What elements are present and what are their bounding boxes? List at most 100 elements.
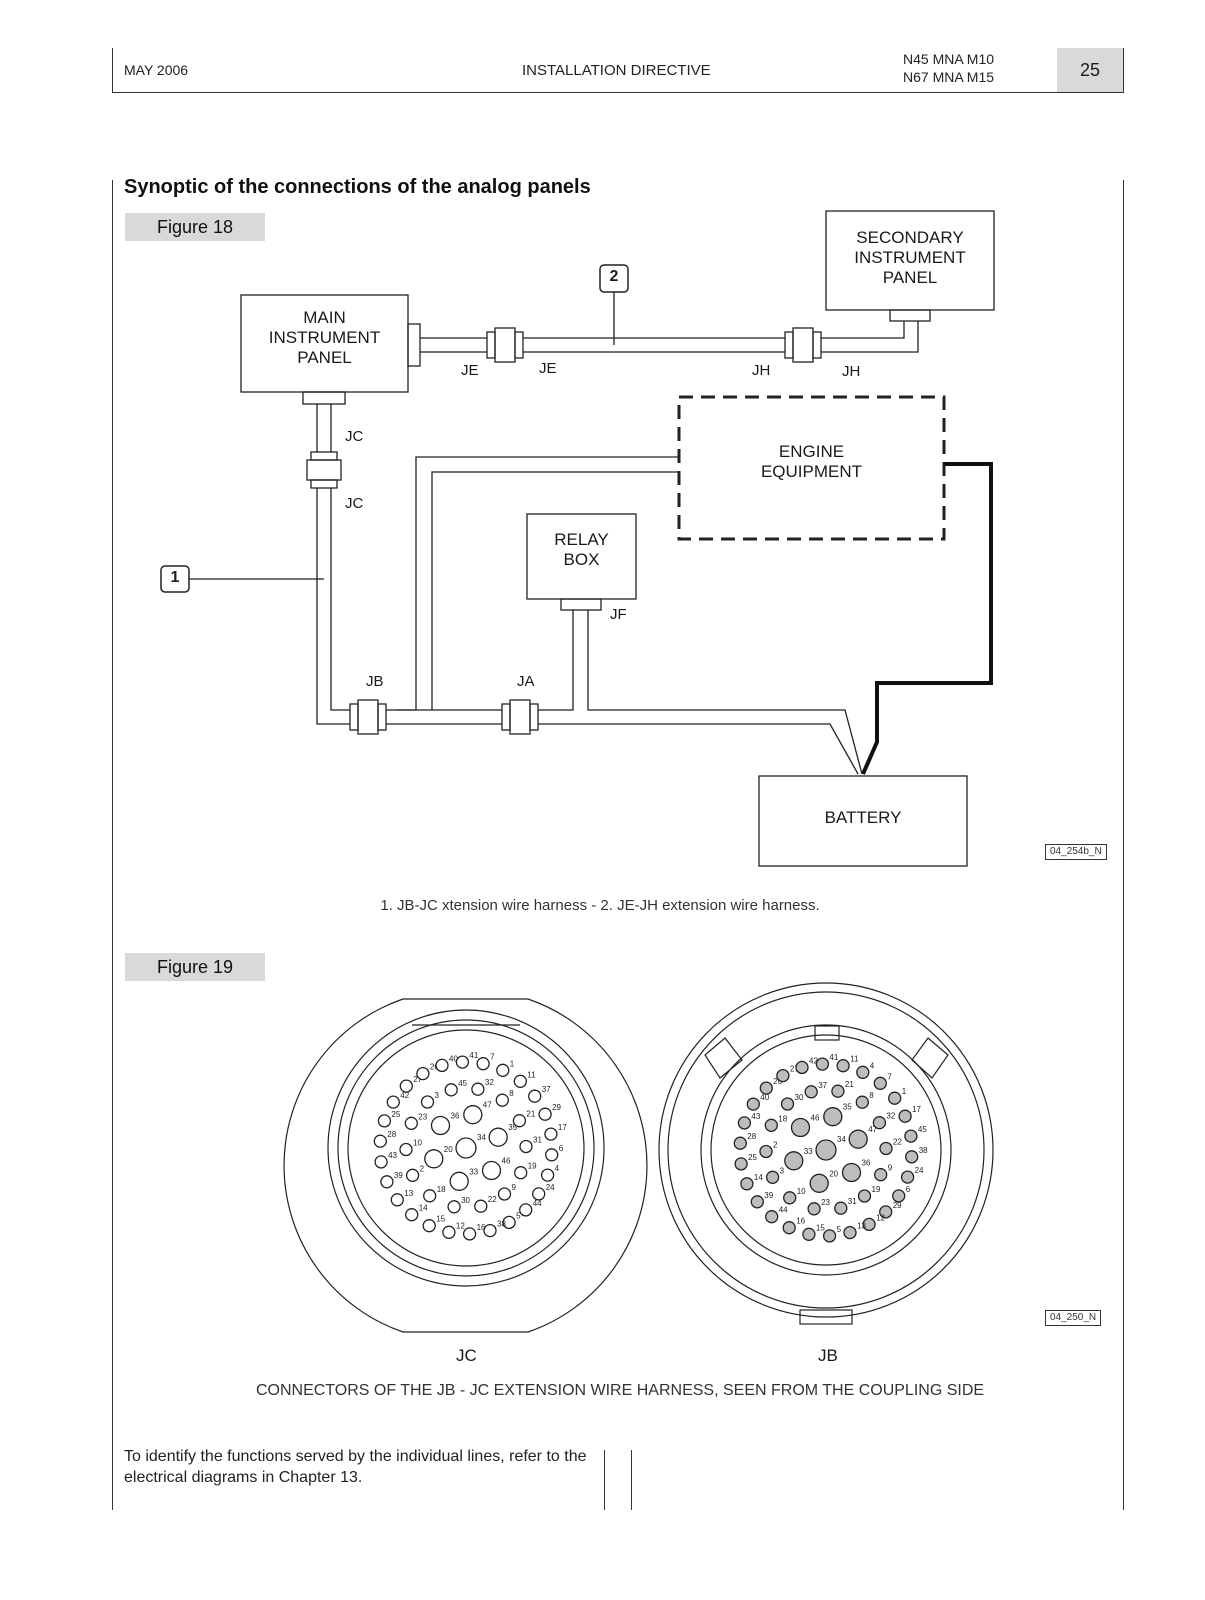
jc-pin-number: 4 bbox=[555, 1164, 560, 1173]
jb-pin bbox=[809, 1173, 829, 1193]
jc-pin-number: 30 bbox=[461, 1196, 470, 1205]
jb-pin-number: 15 bbox=[816, 1223, 825, 1232]
jc-pin bbox=[502, 1215, 516, 1230]
jb-pin bbox=[782, 1221, 796, 1235]
section-title: Synoptic of the connections of the analo… bbox=[124, 176, 591, 198]
jb-pin-number: 44 bbox=[779, 1206, 788, 1215]
jb-pin bbox=[848, 1129, 868, 1149]
jc-pin bbox=[404, 1116, 418, 1130]
jb-pin-number: 46 bbox=[811, 1114, 820, 1123]
jc-pin bbox=[416, 1066, 430, 1081]
engine-equipment-box bbox=[677, 395, 946, 541]
jb-pin bbox=[764, 1118, 778, 1132]
body-left-border bbox=[112, 180, 113, 1510]
jb-pin-number: 26 bbox=[773, 1077, 782, 1086]
jc-pin bbox=[519, 1139, 533, 1154]
figure-19-code: 04_250_N bbox=[1045, 1310, 1102, 1326]
jc-pin-number: 42 bbox=[400, 1091, 409, 1100]
callout-1: 1 bbox=[170, 569, 180, 586]
jc-pin bbox=[512, 1114, 527, 1128]
jb-pin-number: 11 bbox=[850, 1055, 859, 1064]
jb-pin-number: 43 bbox=[751, 1112, 760, 1121]
jc-pin bbox=[545, 1148, 559, 1162]
connector-jf: JF bbox=[610, 606, 627, 623]
figure-19-diagram: 3447354633203632821311992230182102334571… bbox=[283, 982, 994, 1333]
jb-pin-number: 23 bbox=[821, 1198, 830, 1207]
figure-19-caption: CONNECTORS OF THE JB - JC EXTENSION WIRE… bbox=[255, 1382, 985, 1399]
jc-pin bbox=[435, 1058, 449, 1073]
jc-pin bbox=[488, 1127, 508, 1147]
jb-pin-number: 20 bbox=[829, 1169, 838, 1178]
jb-pin bbox=[873, 1076, 887, 1090]
body-right-border bbox=[1123, 180, 1124, 1510]
jc-pin-number: 16 bbox=[477, 1223, 486, 1232]
jc-pin-number: 13 bbox=[404, 1189, 413, 1198]
jb-pin-number: 35 bbox=[843, 1103, 852, 1112]
battery-cable bbox=[861, 462, 993, 775]
jc-pin-number: 32 bbox=[485, 1078, 494, 1087]
jc-pin bbox=[373, 1134, 387, 1148]
jb-pin bbox=[759, 1144, 773, 1159]
connector-je-left: JE bbox=[461, 362, 479, 379]
jc-pin bbox=[449, 1171, 469, 1191]
jb-pin bbox=[733, 1136, 747, 1150]
connector-jh-left: JH bbox=[752, 362, 771, 379]
jb-pin bbox=[862, 1217, 876, 1232]
jc-pin bbox=[495, 1093, 509, 1107]
jc-pin-number: 34 bbox=[477, 1133, 486, 1142]
secondary-panel-label: SECONDARY INSTRUMENT PANEL bbox=[854, 228, 966, 287]
jc-pin-number: 18 bbox=[437, 1185, 446, 1194]
jb-pin-number: 32 bbox=[886, 1112, 895, 1121]
connector-ja: JA bbox=[517, 673, 535, 690]
jb-pin-number: 2 bbox=[773, 1141, 778, 1150]
jc-connector-label: JC bbox=[456, 1346, 477, 1365]
header-model-2: N67 MNA M15 bbox=[903, 69, 995, 85]
battery-box bbox=[758, 775, 968, 867]
jc-outer-shell bbox=[283, 998, 648, 1333]
jb-pin bbox=[856, 1065, 870, 1079]
jc-pin-number: 9 bbox=[512, 1183, 517, 1192]
jb-pin-number: 10 bbox=[797, 1187, 806, 1196]
jb-pin bbox=[815, 1139, 837, 1161]
jb-pin bbox=[900, 1170, 915, 1184]
jc-pin-number: 1 bbox=[510, 1059, 515, 1068]
jc-pin-number: 31 bbox=[533, 1136, 542, 1145]
jb-pin-number: 22 bbox=[893, 1138, 902, 1147]
jb-pin bbox=[843, 1225, 857, 1240]
note-divider-2 bbox=[631, 1450, 632, 1510]
jc-pin bbox=[386, 1095, 400, 1109]
jb-pin bbox=[807, 1202, 821, 1216]
jb-pin bbox=[784, 1151, 804, 1171]
jb-pin bbox=[872, 1116, 887, 1130]
jc-pin-number: 22 bbox=[488, 1195, 497, 1204]
jb-pin bbox=[831, 1084, 845, 1098]
jb-pin-number: 42 bbox=[809, 1056, 818, 1065]
callout-2-box bbox=[599, 264, 629, 293]
jc-pin bbox=[497, 1187, 512, 1201]
jc-pin bbox=[444, 1083, 458, 1097]
jb-pin bbox=[898, 1109, 912, 1123]
jb-pin bbox=[746, 1097, 760, 1111]
jc-pin-number: 15 bbox=[436, 1215, 445, 1224]
connector-jc-bottom: JC bbox=[345, 495, 364, 512]
jb-pin bbox=[888, 1091, 902, 1105]
jb-pin bbox=[879, 1141, 893, 1156]
jc-pin bbox=[390, 1193, 404, 1207]
jc-pin-number: 10 bbox=[413, 1139, 422, 1148]
jb-pin bbox=[855, 1095, 869, 1109]
jb-pin-number: 3 bbox=[780, 1166, 785, 1175]
jb-pin bbox=[823, 1107, 843, 1127]
jb-pin bbox=[765, 1170, 780, 1184]
jc-pin bbox=[455, 1055, 470, 1069]
jc-pin-number: 35 bbox=[508, 1123, 517, 1132]
jc-pin-number: 26 bbox=[430, 1063, 439, 1072]
jc-pin-number: 45 bbox=[458, 1079, 467, 1088]
jb-pin bbox=[737, 1116, 752, 1130]
jb-pin-number: 4 bbox=[870, 1061, 875, 1070]
jb-pin-number: 18 bbox=[778, 1114, 787, 1123]
connector-jb: JB bbox=[366, 673, 384, 690]
jb-pin bbox=[841, 1162, 862, 1183]
jb-pin-number: 14 bbox=[754, 1173, 763, 1182]
jb-pin-number: 31 bbox=[848, 1197, 857, 1206]
connector-jh-right: JH bbox=[842, 363, 861, 380]
